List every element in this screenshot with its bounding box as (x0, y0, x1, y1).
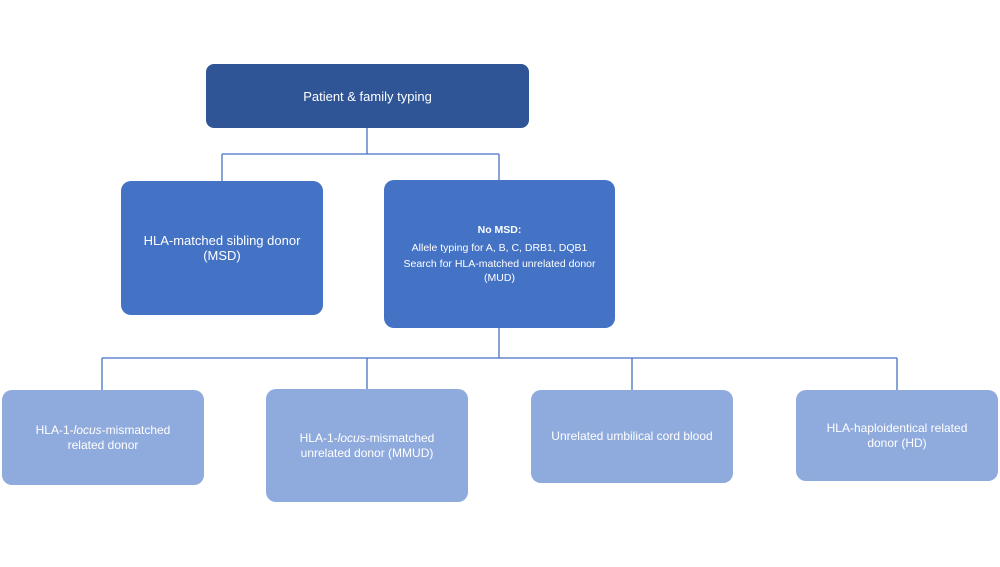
mmud-label-suffix: -mismatched unrelated donor (MMUD) (300, 430, 435, 460)
haploidentical-donor-label: HLA-haploidentical related donor (HD) (826, 420, 968, 450)
mmud-label-italic: locus (337, 430, 366, 445)
mud-search-text: Search for HLA-matched unrelated donor (… (403, 258, 596, 285)
allele-typing-text: Allele typing for A, B, C, DRB1, DQB1 (411, 241, 588, 254)
mmrd-label-prefix: HLA-1- (35, 422, 74, 437)
mismatched-unrelated-donor-node: HLA-1-locus-mismatched unrelated donor (… (266, 389, 468, 502)
cord-blood-label: Unrelated umbilical cord blood (551, 429, 713, 443)
patient-family-typing-node: Patient & family typing (206, 64, 529, 128)
mismatched-related-donor-node: HLA-1-locus-mismatched related donor (2, 390, 204, 485)
mismatched-related-donor-label: HLA-1-locus-mismatched related donor (16, 423, 190, 453)
matched-sibling-donor-node: HLA-matched sibling donor (MSD) (121, 181, 323, 315)
mmrd-label-italic: locus (73, 422, 102, 437)
mismatched-unrelated-donor-label: HLA-1-locus-mismatched unrelated donor (… (280, 431, 454, 461)
haploidentical-donor-node: HLA-haploidentical related donor (HD) (796, 390, 998, 481)
no-msd-heading: No MSD: (477, 223, 522, 236)
mmrd-label-suffix: -mismatched related donor (67, 422, 171, 452)
patient-family-typing-label: Patient & family typing (303, 88, 432, 104)
cord-blood-node: Unrelated umbilical cord blood (531, 390, 733, 483)
no-msd-node: No MSD: Allele typing for A, B, C, DRB1,… (384, 180, 615, 328)
matched-sibling-donor-label: HLA-matched sibling donor (MSD) (143, 233, 301, 263)
mmud-label-prefix: HLA-1- (299, 430, 338, 445)
